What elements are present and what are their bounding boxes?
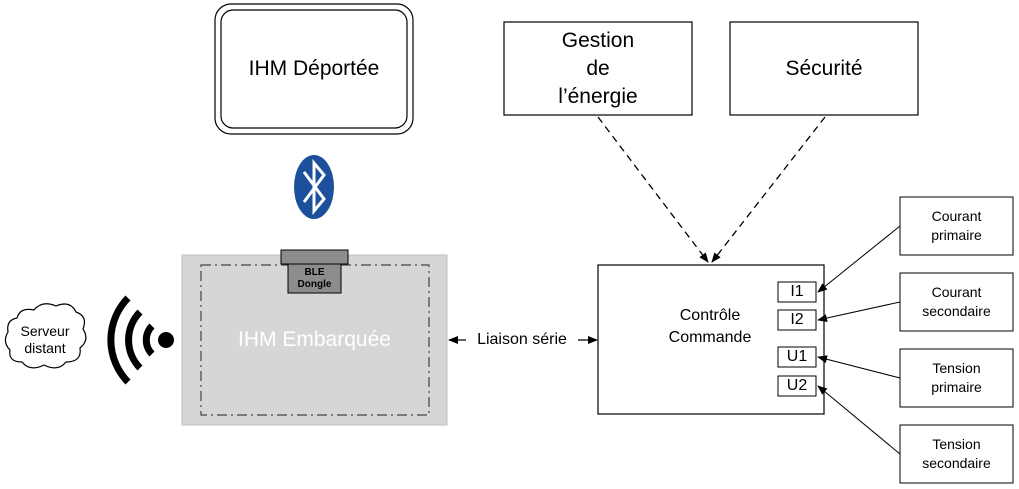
sensor-label-4: Tension secondaire [922,436,991,471]
port-label-i1: I1 [790,283,804,301]
server-label: Serveur distant [20,323,70,356]
port-box-i1 [777,281,817,303]
remote-hmi-box [214,3,414,135]
sensor-arrow-2 [817,301,901,322]
remote-hmi-label: IHM Déportée [248,57,380,81]
energy-management-label: Gestion de l’énergie [558,28,638,108]
security-box [729,21,919,116]
sensor-box-2 [899,272,1014,332]
bluetooth-icon [294,155,334,219]
port-box-u2 [777,375,817,397]
port-box-u1 [777,346,817,368]
port-label-u1: U1 [786,348,808,366]
port-label-i2: I2 [790,311,804,329]
embedded-hmi-label: IHM Embarquée [238,328,391,352]
sensor-arrow-3 [817,355,901,379]
energy-to-control-arrow [597,116,709,263]
sensor-box-4 [899,424,1014,484]
sensor-arrow-4 [817,385,901,455]
security-label: Sécurité [785,56,863,80]
cloud-icon [4,303,87,369]
wifi-icon [107,295,174,385]
energy-management-box [503,21,693,116]
security-to-control-arrow [711,116,826,263]
serial-link-label: Liaison série [466,330,578,350]
ble-dongle [280,249,349,294]
sensor-box-3 [899,348,1014,408]
sensor-label-3: Tension primaire [931,360,982,395]
port-box-i2 [777,309,817,331]
sensor-label-1: Courant primaire [931,208,982,243]
sensor-arrow-1 [817,225,901,293]
port-label-u2: U2 [786,377,808,395]
ble-dongle-label: BLE Dongle [297,266,332,290]
sensor-box-1 [899,196,1014,256]
control-command-label: Contrôle Commande [668,307,752,346]
sensor-label-2: Courant secondaire [922,284,991,319]
